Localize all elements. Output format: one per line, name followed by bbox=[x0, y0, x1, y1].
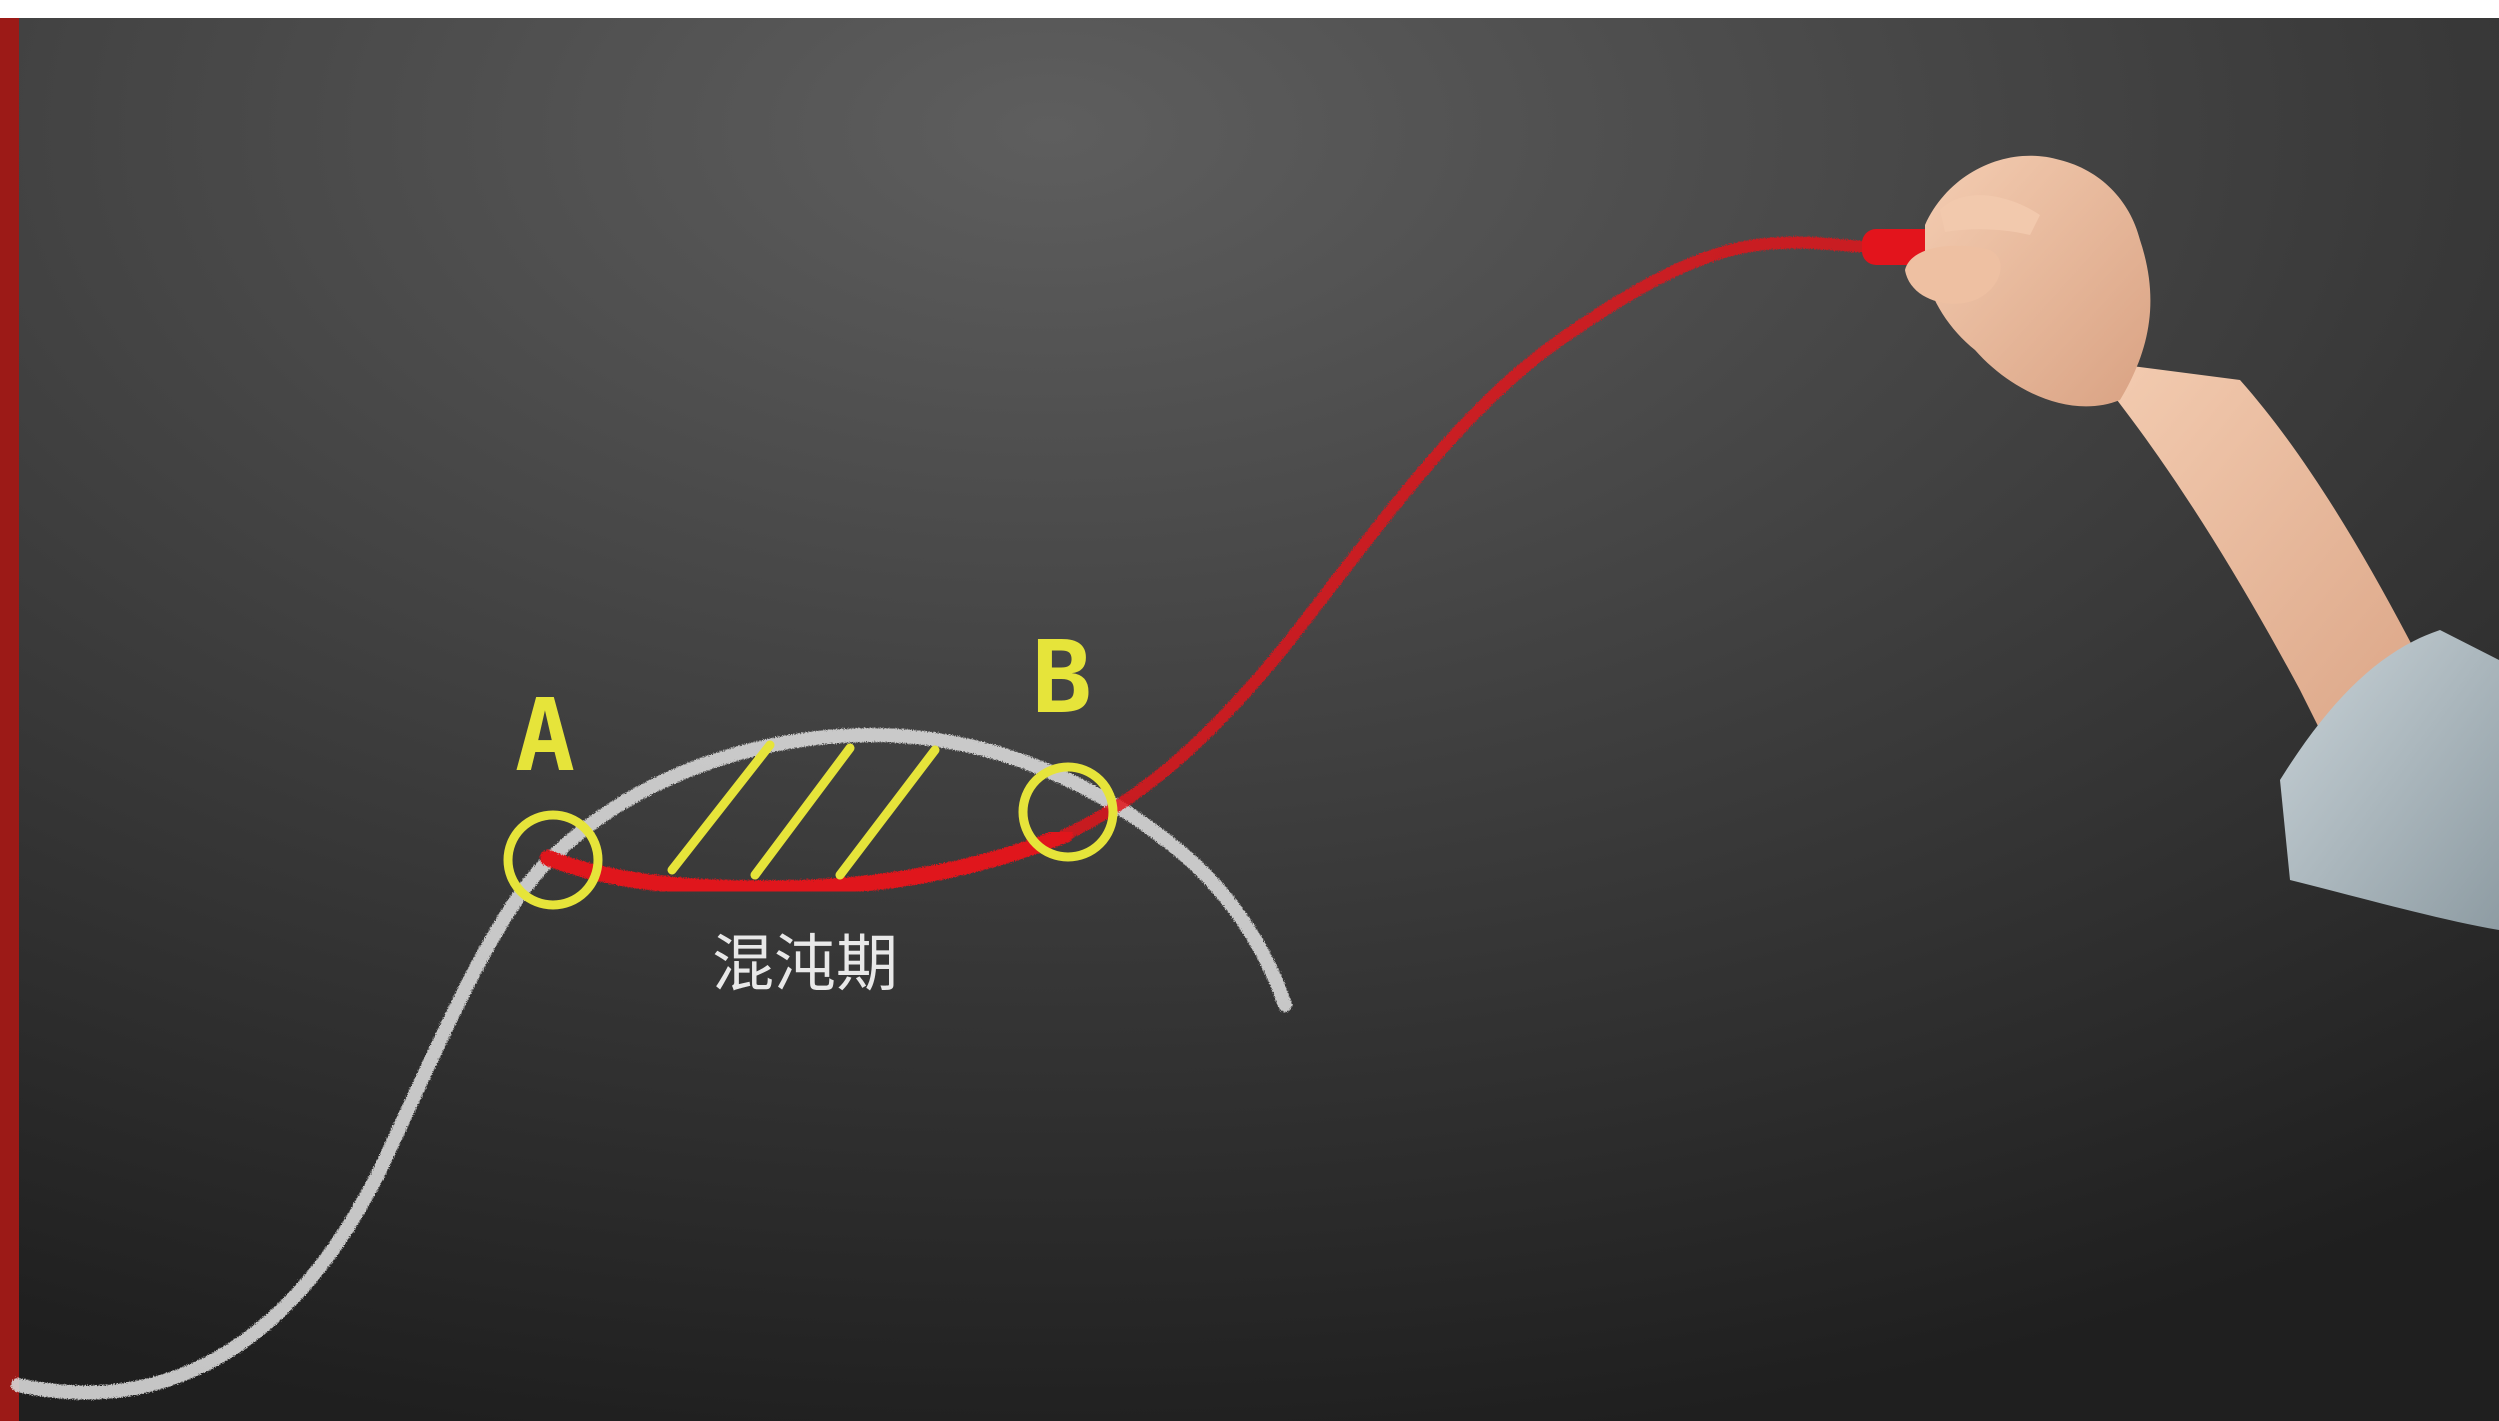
point-a-label: A bbox=[515, 677, 575, 794]
point-a-marker bbox=[503, 810, 603, 910]
hatch-line bbox=[667, 740, 775, 875]
point-b-marker bbox=[1018, 762, 1118, 862]
hand-with-marker-icon bbox=[1862, 155, 2499, 930]
hatch-line bbox=[835, 745, 940, 880]
sleeve bbox=[2280, 630, 2499, 930]
hatch-line bbox=[750, 743, 855, 880]
point-b-label: B bbox=[1032, 619, 1092, 736]
first-s-curve bbox=[11, 727, 1292, 1400]
left-accent-bar bbox=[0, 18, 19, 1421]
second-s-curve-trough bbox=[540, 827, 1073, 897]
second-s-curve bbox=[1059, 236, 1886, 841]
chaos-region-hatching bbox=[667, 740, 940, 880]
top-border bbox=[0, 0, 2499, 18]
chaos-period-label: 混沌期 bbox=[712, 927, 898, 1000]
